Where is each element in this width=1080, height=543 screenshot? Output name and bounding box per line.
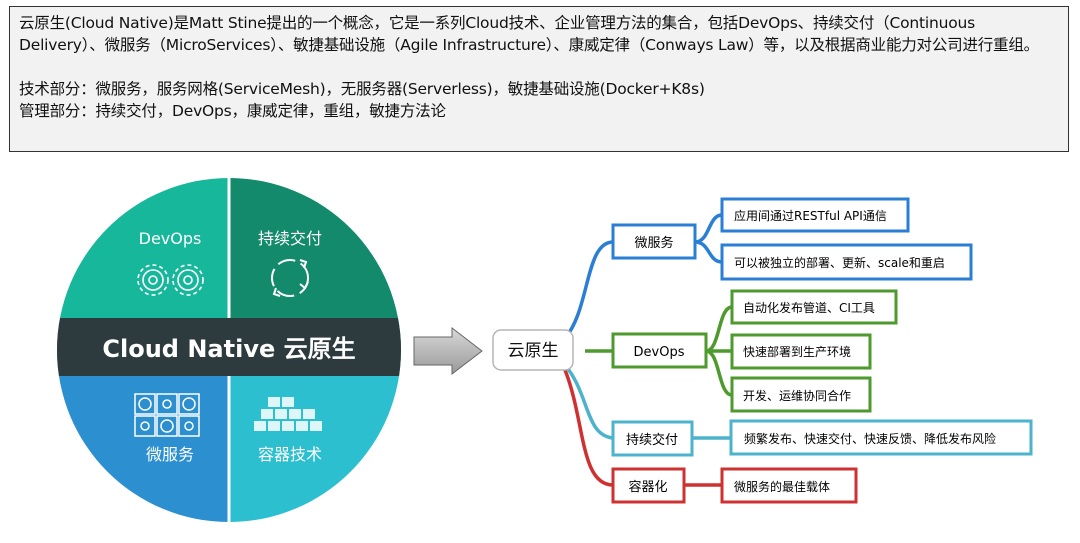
mindmap-root-node: 云原生 [492,329,574,371]
quadrant-label-devops: DevOps [139,229,202,248]
leaf-node: 自动化发布管道、CI工具 [730,289,898,325]
leaf-node: 频繁发布、快速交付、快速反馈、降低发布风险 [729,419,1033,456]
branch-label-devops: DevOps [634,345,685,360]
management-parts-line: 管理部分：持续交付，DevOps，康威定律，重组，敏捷方法论 [19,102,446,120]
quadrant-label-continuous-delivery: 持续交付 [258,229,322,248]
leaf-label: 应用间通过RESTful API通信 [734,208,887,223]
leaf-label: 快速部署到生产环境 [743,344,851,359]
leaf-label: 频繁发布、快速交付、快速反馈、降低发布风险 [744,431,996,446]
quadrant-label-microservices: 微服务 [146,445,194,464]
cycle-arrows-icon [271,259,309,297]
leaf-label: 自动化发布管道、CI工具 [743,300,875,315]
branch-label-containerization: 容器化 [628,479,667,495]
microservice-grid-icon [134,393,200,437]
leaf-label: 开发、运维协同合作 [743,388,851,403]
leaf-label: 微服务的最佳载体 [734,479,830,494]
leaf-node: 微服务的最佳载体 [720,467,858,504]
banner-title: Cloud Native 云原生 [102,335,355,363]
mindmap-connectors [563,213,733,487]
branch-node-microservices: 微服务 [611,223,697,260]
leaf-label: 可以被独立的部署、更新、scale和重启 [734,255,945,270]
branch-node-devops: DevOps [611,332,708,369]
branch-node-continuous-delivery: 持续交付 [611,420,694,457]
branch-node-containerization: 容器化 [611,467,686,504]
tech-parts-line: 技术部分：微服务，服务网格(ServiceMesh)，无服务器(Serverle… [19,80,705,98]
leaf-node: 快速部署到生产环境 [730,333,872,370]
leaf-node: 可以被独立的部署、更新、scale和重启 [720,243,973,281]
intro-paragraph: 云原生(Cloud Native)是Matt Stine提出的一个概念，它是一系… [19,14,1039,54]
container-blocks-icon [254,397,322,431]
branch-label-continuous-delivery: 持续交付 [626,432,678,448]
intro-text-box: 云原生(Cloud Native)是Matt Stine提出的一个概念，它是一系… [9,6,1069,152]
leaf-node: 应用间通过RESTful API通信 [720,197,910,233]
cloud-native-diagram: Cloud Native 云原生 DevOps 持续交付 微服务 容器技术 [57,178,1033,522]
root-label: 云原生 [508,341,559,361]
leaf-node: 开发、运维协同合作 [730,376,872,413]
quadrant-label-container-tech: 容器技术 [258,445,322,464]
right-arrow-icon [413,326,483,376]
gears-icon [137,264,204,296]
branch-label-microservices: 微服务 [634,235,673,251]
cloud-native-banner [57,318,401,376]
